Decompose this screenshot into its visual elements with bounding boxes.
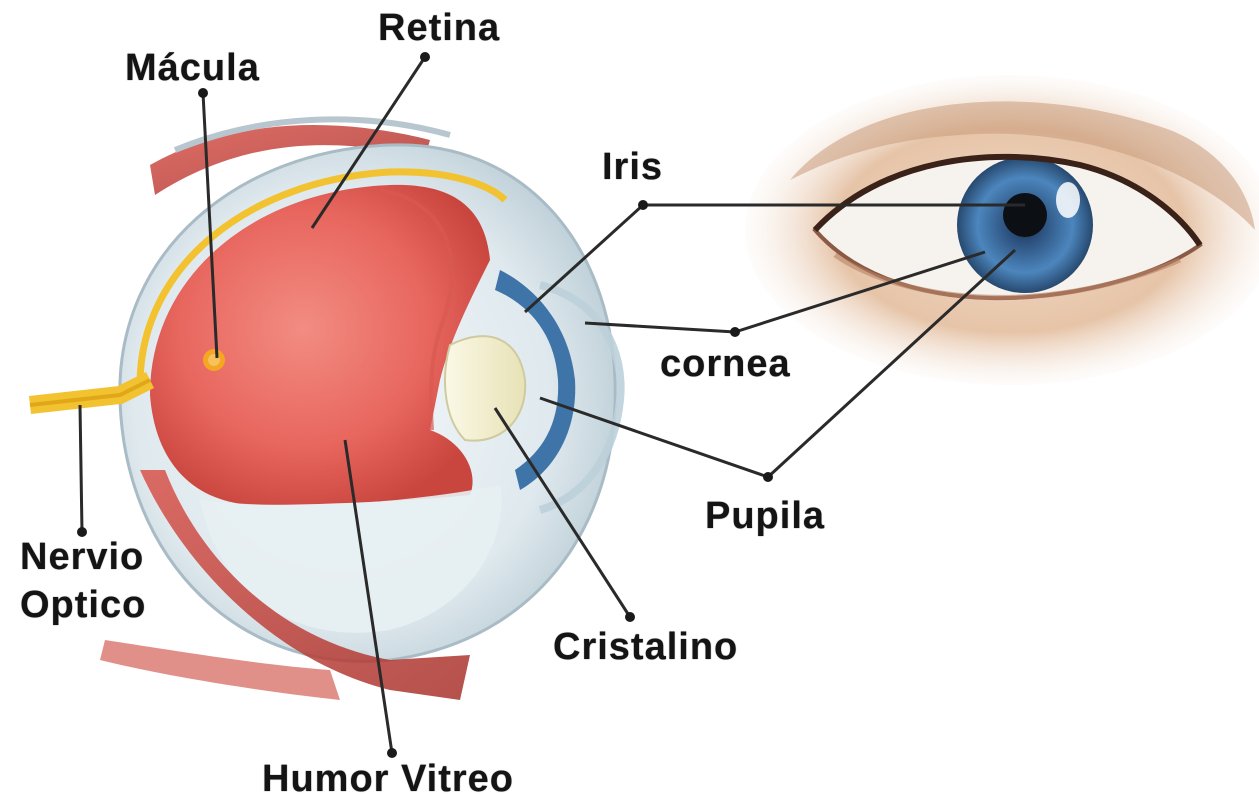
label-optico: Optico — [20, 583, 146, 627]
leader-nervio — [80, 405, 82, 532]
dot-iris — [638, 200, 648, 210]
dot-pupila — [763, 472, 773, 482]
label-cristalino: Cristalino — [553, 625, 738, 669]
label-cornea: cornea — [660, 342, 791, 386]
label-retina: Retina — [378, 6, 500, 50]
dot-retina — [420, 52, 430, 62]
external-eye — [745, 75, 1259, 385]
label-macula: Mácula — [125, 46, 260, 90]
label-nervio: Nervio — [20, 535, 144, 579]
dot-cornea — [730, 327, 740, 337]
label-iris: Iris — [602, 145, 663, 189]
pupil-external — [1003, 193, 1047, 237]
eye-catchlight — [1056, 182, 1080, 218]
dot-cristalino — [625, 612, 635, 622]
label-pupila: Pupila — [705, 494, 825, 538]
label-humor-vitreo: Humor Vitreo — [262, 757, 514, 801]
